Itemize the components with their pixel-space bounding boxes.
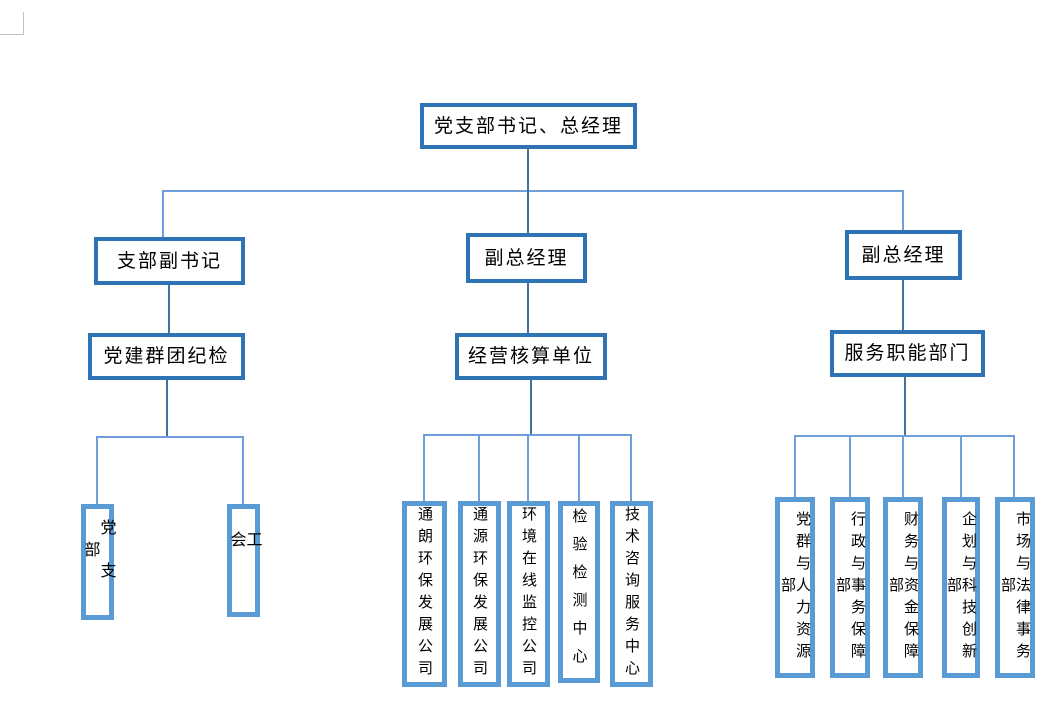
connector-line [960, 435, 962, 497]
org-box-label: 经营核算单位 [467, 346, 594, 367]
org-box-label: 行政与事务保障部 [834, 510, 866, 665]
org-box-label: 党群与人力资源部 [779, 510, 811, 665]
org-box-label: 财务与资金保障部 [887, 510, 919, 665]
org-box-label: 技术咨询服务中心 [623, 506, 640, 682]
org-box-label: 支部副书记 [116, 250, 222, 272]
org-box-label: 环境在线监控公司 [520, 506, 537, 682]
connector-line [794, 435, 1015, 437]
box-tongyuan-env-development-company[interactable]: 通源环保发展公司 [458, 501, 501, 687]
connector-line [423, 434, 425, 501]
org-box-label: 市场与法律事务部 [999, 510, 1031, 665]
box-operation-accounting-units[interactable]: 经营核算单位 [455, 333, 607, 380]
org-box-label: 检验检测中心 [570, 508, 588, 676]
org-box-label: 党建群团纪检 [103, 346, 230, 367]
box-branch-deputy-secretary[interactable]: 支部副书记 [94, 237, 245, 285]
connector-line [630, 434, 632, 501]
box-inspection-testing-center[interactable]: 检验检测中心 [558, 501, 600, 683]
box-party-mass-discipline[interactable]: 党建群团纪检 [88, 333, 245, 380]
connector-line [794, 435, 796, 497]
connector-line [902, 190, 904, 230]
page-corner-mark-vertical [23, 12, 24, 35]
box-party-mass-hr-dept[interactable]: 党群与人力资源部 [775, 497, 815, 678]
box-admin-affairs-support-dept[interactable]: 行政与事务保障部 [830, 497, 870, 678]
connector-line [96, 436, 244, 438]
connector-line [530, 380, 532, 435]
org-box-label: 党支部书记、总经理 [433, 115, 623, 137]
connector-line [478, 434, 480, 501]
box-party-secretary-general-manager[interactable]: 党支部书记、总经理 [420, 103, 637, 149]
connector-line [904, 377, 906, 436]
connector-line [163, 190, 903, 192]
org-box-label: 工会 [227, 530, 261, 591]
box-tonglang-env-development-company[interactable]: 通朗环保发展公司 [402, 501, 447, 687]
connector-line [162, 190, 164, 237]
connector-line [166, 380, 168, 437]
org-box-label: 服务职能部门 [844, 343, 971, 364]
box-env-online-monitoring-company[interactable]: 环境在线监控公司 [507, 501, 550, 687]
connector-line [1013, 435, 1015, 497]
box-planning-tech-innovation-dept[interactable]: 企划与科技创新部 [942, 497, 980, 678]
box-labor-union[interactable]: 工会 [227, 504, 261, 617]
org-box-label: 党支部 [81, 519, 115, 605]
connector-line [527, 283, 529, 333]
org-box-label: 通源环保发展公司 [471, 506, 488, 682]
org-box-label: 通朗环保发展公司 [416, 506, 433, 682]
org-box-label: 副总经理 [861, 244, 946, 266]
connector-line [902, 280, 904, 330]
connector-line [849, 435, 851, 497]
connector-line [527, 149, 529, 191]
org-box-label: 企划与科技创新部 [945, 510, 977, 665]
connector-line [242, 436, 244, 504]
box-party-branch[interactable]: 党支部 [81, 504, 115, 620]
org-box-label: 副总经理 [484, 247, 569, 269]
connector-line [168, 285, 170, 333]
box-deputy-general-manager-1[interactable]: 副总经理 [466, 233, 587, 283]
connector-line [527, 434, 529, 501]
connector-line [527, 190, 529, 233]
box-market-legal-affairs-dept[interactable]: 市场与法律事务部 [995, 497, 1035, 678]
page-corner-mark-horizontal [0, 34, 23, 35]
connector-line [902, 435, 904, 497]
box-deputy-general-manager-2[interactable]: 副总经理 [845, 230, 962, 280]
connector-line [578, 434, 580, 501]
box-finance-funds-support-dept[interactable]: 财务与资金保障部 [883, 497, 923, 678]
box-tech-consulting-service-center[interactable]: 技术咨询服务中心 [610, 501, 653, 687]
box-service-function-departments[interactable]: 服务职能部门 [830, 330, 985, 377]
connector-line [96, 436, 98, 504]
